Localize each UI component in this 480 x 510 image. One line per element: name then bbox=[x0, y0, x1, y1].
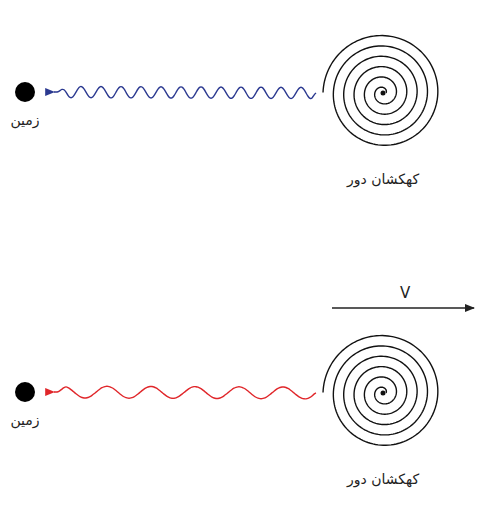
velocity-label: V bbox=[398, 284, 412, 302]
galaxy-node: کهکشان دور bbox=[318, 31, 448, 187]
spiral-galaxy bbox=[321, 331, 445, 455]
earth-node: زمین bbox=[0, 80, 50, 128]
earth-node: زمین bbox=[0, 380, 50, 428]
light-wave bbox=[54, 386, 316, 399]
galaxy-label: کهکشان دور bbox=[345, 471, 421, 487]
light-wave bbox=[54, 86, 316, 98]
earth-label: زمین bbox=[8, 412, 41, 428]
earth-dot bbox=[13, 380, 37, 404]
galaxy-node: کهکشان دور bbox=[318, 331, 448, 487]
galaxy-label: کهکشان دور bbox=[345, 171, 421, 187]
earth-label: زمین bbox=[8, 112, 41, 128]
spiral-galaxy bbox=[321, 31, 445, 155]
velocity-arrow bbox=[332, 307, 474, 308]
earth-dot bbox=[13, 80, 37, 104]
